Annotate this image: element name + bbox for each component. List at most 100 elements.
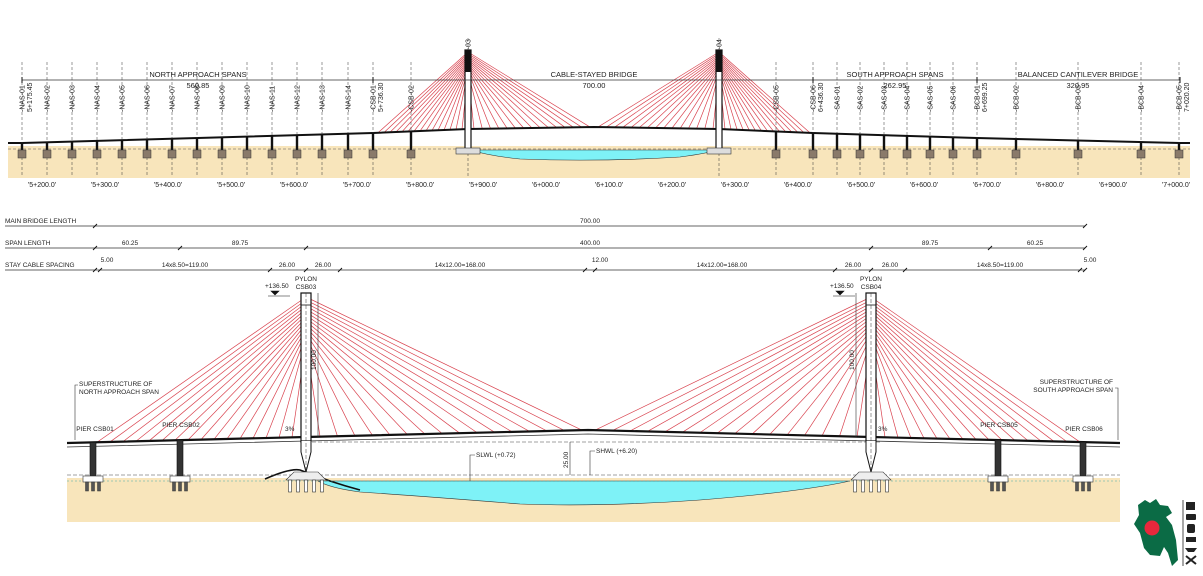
stay-cable <box>699 314 872 434</box>
stay-cable <box>870 335 912 439</box>
dimension-tick <box>92 245 98 251</box>
level-marker-icon <box>268 290 290 297</box>
pylon-footing <box>706 147 732 155</box>
stay-cable <box>870 332 925 439</box>
stay-cable <box>671 65 720 129</box>
dimension-tick <box>1082 245 1088 251</box>
stay-cable <box>305 308 513 433</box>
pier-footing <box>855 149 865 159</box>
stay-cable <box>718 60 774 132</box>
stay-cable-spacing-value: 26.00 <box>882 262 899 269</box>
pile <box>312 479 316 493</box>
dimension-strings: MAIN BRIDGE LENGTH 700.00 SPAN LENGTH ST… <box>5 218 1097 273</box>
stay-cable <box>629 302 872 432</box>
pier-pile-cap <box>82 475 104 483</box>
pier-csb02-label: PIER CSB02 <box>162 422 200 429</box>
stay-cable <box>718 51 811 134</box>
stay-cable-spacing-value: 14x8.50=119.00 <box>977 262 1024 269</box>
airplane-icon <box>1185 555 1197 565</box>
deck-detail <box>66 428 1121 445</box>
pile <box>172 481 176 492</box>
dimension-tick <box>868 267 874 273</box>
pile <box>1081 481 1085 492</box>
stay-cable <box>718 53 805 133</box>
stay-cable <box>870 329 938 439</box>
stay-cable <box>305 333 373 436</box>
stay-cable <box>135 305 307 442</box>
stay-cable <box>467 62 533 129</box>
north-superstructure-label-2: NORTH APPROACH SPAN <box>79 389 159 396</box>
pier-label: -BCB-04 <box>1139 85 1146 112</box>
dimension-tick <box>902 267 908 273</box>
pier-csb05-label: PIER CSB05 <box>980 422 1018 429</box>
main-bridge-length-label: MAIN BRIDGE LENGTH <box>5 218 76 225</box>
pile <box>861 479 865 493</box>
dimension-tick <box>177 245 183 251</box>
stay-cable <box>425 64 469 131</box>
station-label: '6+000.0' <box>532 182 560 189</box>
stay-cable <box>679 67 720 129</box>
section-cable-stayed-length: 700.00 <box>583 81 606 90</box>
station-label: '6+400.0' <box>784 182 812 189</box>
stay-cable <box>870 296 1081 443</box>
stay-cable <box>718 62 768 132</box>
stay-cable <box>638 59 720 128</box>
span-length-value: 60.25 <box>122 240 139 247</box>
cable-stayed-detail-elevation: 25.00 SLWL (+0.72) SHWL (+6.20) SUPERSTR… <box>66 276 1121 522</box>
stay-cable-spacing-value: 14x12.00=168.00 <box>697 262 748 269</box>
pier-footing <box>142 149 152 159</box>
pile <box>296 479 300 493</box>
stay-cable <box>870 311 1016 441</box>
stay-cable <box>200 320 307 440</box>
stay-cable <box>305 327 408 435</box>
span-length-label: SPAN LENGTH <box>5 240 51 247</box>
pier-footing <box>117 149 127 159</box>
stay-cable <box>870 326 951 440</box>
pier-footing <box>368 149 378 159</box>
stay-cable <box>96 296 307 443</box>
stay-cable <box>305 305 530 432</box>
pylon-csb03-id: CSB03 <box>296 284 317 291</box>
station-label: '5+800.0' <box>406 182 434 189</box>
section-north-approach: NORTH APPROACH SPANS <box>149 70 246 79</box>
stay-cable <box>305 296 583 431</box>
pier-pile-cap <box>1072 475 1094 483</box>
stay-cable <box>718 64 762 131</box>
pylon-pile-cap <box>850 471 892 481</box>
pier-label: -SAS-05 <box>928 85 935 112</box>
pier-footing <box>948 149 958 159</box>
pier-chainage: 6+699.25 <box>982 83 989 112</box>
stay-cable <box>443 68 469 131</box>
stay-cable <box>718 59 780 132</box>
stay-cable <box>467 69 500 129</box>
bangladesh-logo <box>1134 499 1197 566</box>
stay-cable-spacing-label: STAY CABLE SPACING <box>5 262 75 269</box>
stay-cable <box>213 323 307 440</box>
slope-label-north: 3% <box>285 426 295 433</box>
station-label: '6+300.0' <box>721 182 749 189</box>
pylon-csb04-level: +136.50 <box>830 283 854 290</box>
pile <box>990 481 994 492</box>
stay-cable <box>647 61 720 129</box>
stay-cable <box>122 302 307 442</box>
stay-cable <box>682 311 872 433</box>
pier-footing <box>1073 149 1083 159</box>
stay-cable-spacing-value: 5.00 <box>1084 257 1097 264</box>
stay-cable <box>696 70 720 129</box>
pier-footing <box>879 149 889 159</box>
dimension-tick <box>868 245 874 251</box>
pier-csb01-label: PIER CSB01 <box>76 426 114 433</box>
stay-cable <box>109 299 307 443</box>
pier-label: -SAS-04 <box>905 85 912 112</box>
pier-chainage: 5+175.45 <box>27 83 34 112</box>
pylon-pile-cap <box>285 471 327 481</box>
pier-footing <box>832 149 842 159</box>
pier-footing <box>92 149 102 159</box>
dimension-tick <box>267 267 273 273</box>
stay-cable-spacing-value: 26.00 <box>279 262 296 269</box>
river-detail <box>316 480 851 506</box>
span-length-value: 89.75 <box>232 240 249 247</box>
pier-footing <box>925 149 935 159</box>
stay-cable <box>467 53 582 128</box>
